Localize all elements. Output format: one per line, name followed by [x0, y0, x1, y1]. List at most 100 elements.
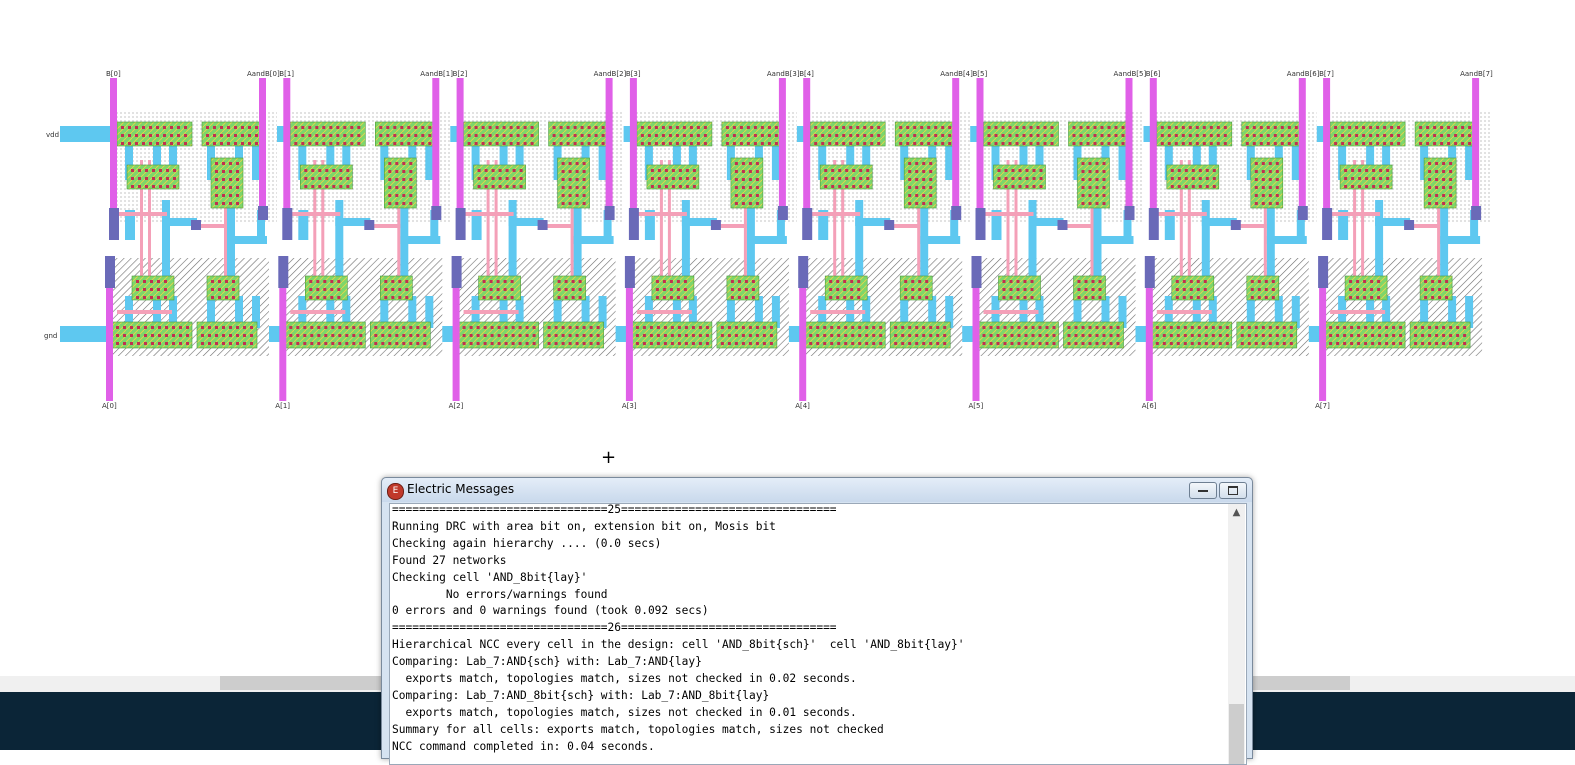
contact	[388, 186, 392, 189]
contact	[1095, 334, 1099, 337]
maximize-button[interactable]	[1219, 482, 1247, 499]
contact	[582, 186, 586, 189]
contact	[1372, 177, 1376, 180]
contact	[384, 288, 388, 291]
messages-text-area[interactable]: ================================25======…	[389, 503, 1247, 765]
contact	[1247, 342, 1251, 345]
poly-gate	[1187, 160, 1191, 280]
contact	[336, 142, 340, 145]
contact	[908, 194, 912, 197]
contact	[642, 326, 646, 329]
contact	[941, 126, 945, 129]
a-input-label: A[1]	[275, 402, 290, 410]
contact	[330, 296, 334, 299]
contact	[566, 126, 570, 129]
contact	[915, 342, 919, 345]
window-titlebar[interactable]: E Electric Messages	[382, 478, 1252, 502]
contact	[1081, 178, 1085, 181]
contact	[1088, 186, 1092, 189]
contact	[647, 142, 651, 145]
contact	[1419, 126, 1423, 129]
minimize-button[interactable]	[1189, 482, 1217, 499]
contact	[170, 126, 173, 129]
contact	[218, 280, 221, 283]
contact	[173, 185, 176, 188]
contact	[661, 126, 665, 129]
contact	[1363, 296, 1367, 299]
contact	[1016, 280, 1020, 283]
contact	[1176, 334, 1180, 337]
metal1-link	[1073, 296, 1082, 328]
contact	[734, 334, 738, 337]
contact	[575, 334, 579, 337]
contact	[830, 342, 834, 345]
contact	[142, 142, 145, 145]
contact	[1245, 142, 1249, 145]
contact	[1017, 342, 1021, 345]
contact	[323, 280, 327, 283]
contact	[1261, 194, 1265, 197]
contact	[1250, 296, 1254, 299]
contact	[1107, 126, 1111, 129]
vdd-label: vdd	[46, 131, 59, 139]
contact	[496, 296, 500, 299]
contact	[1212, 185, 1216, 188]
contact	[1202, 126, 1206, 129]
contact	[462, 342, 466, 345]
contact	[561, 194, 565, 197]
contact	[1254, 334, 1258, 337]
contact	[345, 334, 349, 337]
contact	[568, 186, 572, 189]
contact	[1102, 186, 1106, 189]
contact	[1449, 162, 1453, 165]
electric-app-icon[interactable]: E	[387, 483, 404, 500]
via-contact	[1318, 256, 1329, 288]
contact	[908, 162, 912, 165]
contact	[1198, 185, 1202, 188]
active-region	[721, 121, 783, 147]
via-contact	[975, 208, 986, 240]
contact	[656, 334, 660, 337]
contact	[172, 334, 175, 337]
and-cell-7: B[7]AandB[7]A[7]	[1315, 70, 1493, 410]
contact	[601, 126, 605, 129]
poly-contact	[710, 220, 721, 230]
active-region	[1241, 121, 1303, 147]
contact	[1379, 177, 1383, 180]
vertical-scroll-thumb[interactable]	[1229, 704, 1244, 764]
contact	[388, 326, 392, 329]
contact	[872, 334, 876, 337]
via-contact	[455, 208, 466, 240]
contact	[144, 342, 147, 345]
contact	[206, 142, 209, 145]
contact	[338, 334, 342, 337]
vertical-scrollbar[interactable]: ▲	[1228, 504, 1245, 764]
contact	[1445, 288, 1449, 291]
contact	[215, 186, 218, 189]
scroll-up-arrow-icon[interactable]: ▲	[1232, 507, 1241, 518]
contact	[229, 326, 232, 329]
contact	[243, 334, 246, 337]
contact	[748, 326, 752, 329]
contact	[1365, 177, 1369, 180]
contact	[1447, 142, 1451, 145]
contact	[1435, 178, 1439, 181]
b-input-wire	[110, 78, 117, 228]
contact	[152, 169, 155, 172]
contact	[467, 134, 471, 137]
contact	[1091, 280, 1095, 283]
contact	[668, 134, 672, 137]
contact	[691, 326, 695, 329]
contact	[1077, 280, 1081, 283]
contact	[211, 296, 214, 299]
contact	[1081, 186, 1085, 189]
contact	[229, 202, 232, 205]
electric-messages-window[interactable]: E Electric Messages ====================…	[381, 477, 1253, 765]
poly-strap	[636, 212, 687, 216]
contact	[1074, 334, 1078, 337]
out-wire	[952, 78, 960, 218]
contact	[255, 126, 258, 129]
contact	[720, 334, 724, 337]
contact	[1191, 177, 1195, 180]
